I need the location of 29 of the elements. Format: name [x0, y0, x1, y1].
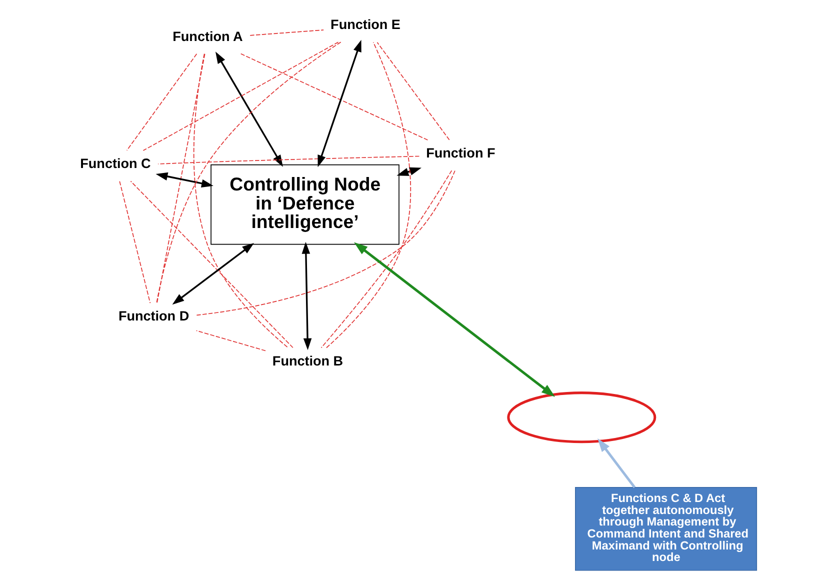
connector	[119, 180, 151, 304]
node-text: Function F	[426, 146, 496, 161]
connector	[156, 42, 342, 304]
node-text: Function B	[272, 353, 344, 368]
node-text: Function D	[118, 308, 190, 324]
arrow	[318, 40, 362, 168]
arrow	[598, 438, 636, 488]
arrow	[396, 167, 422, 176]
arrow	[302, 242, 312, 350]
node-box: Functions C & D Act together autonomously through Management by Command Intent and Shared Maximand with Controlling node	[575, 486, 758, 571]
arrow	[156, 172, 214, 188]
node-box: Controlling Node in ‘Defence intelligence’	[210, 164, 400, 245]
connector	[126, 53, 198, 151]
node-ellipse	[507, 392, 656, 444]
arrow	[172, 242, 254, 305]
connector	[240, 53, 428, 140]
connector	[142, 42, 339, 151]
connector	[193, 53, 288, 348]
connector	[376, 42, 450, 140]
connector	[196, 330, 266, 352]
node-text: Function C	[80, 156, 151, 172]
node-text: Function E	[330, 17, 400, 32]
connector	[250, 30, 324, 36]
arrow	[215, 52, 283, 167]
node-text: Function A	[172, 28, 243, 44]
arrow	[354, 242, 556, 397]
connector	[156, 54, 206, 304]
connector	[158, 156, 420, 164]
connector	[130, 180, 294, 348]
